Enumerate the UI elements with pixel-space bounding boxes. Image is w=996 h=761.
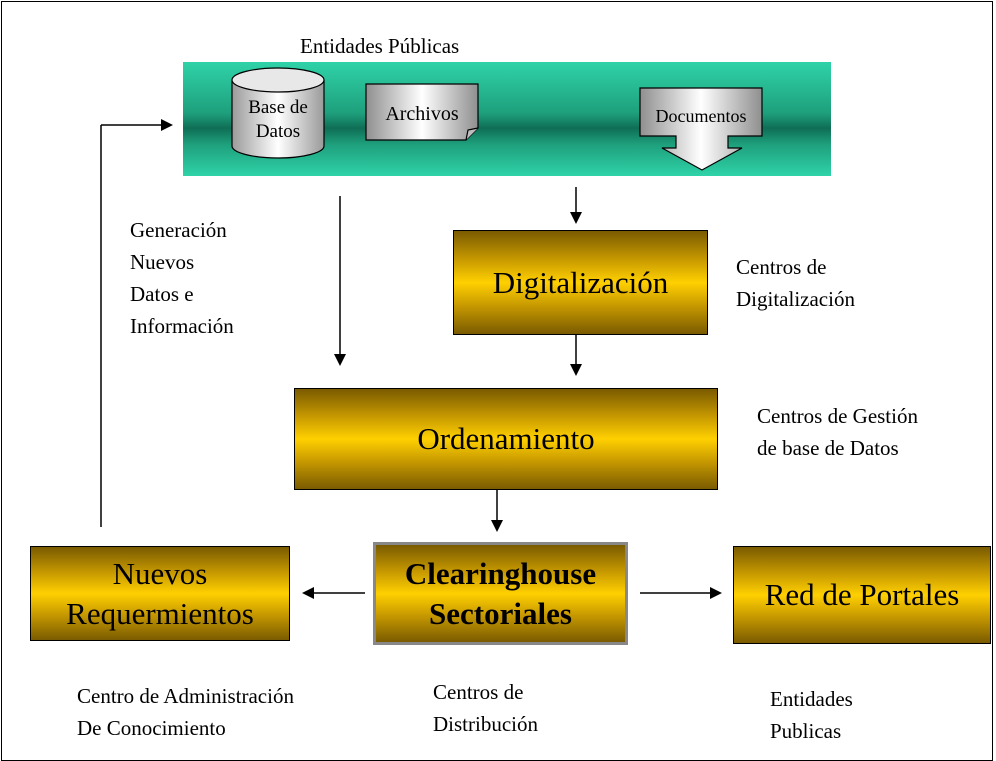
generacion-annotation: Generación Nuevos Datos e Información: [130, 218, 234, 338]
nuevos-line1: Nuevos: [112, 555, 208, 591]
centros-gestion-annotation: Centros de Gestión de base de Datos: [757, 404, 918, 460]
entidades-publicas-annotation: Entidades Publicas: [770, 687, 853, 743]
ordenamiento-label: Ordenamiento: [417, 421, 595, 456]
documentos-label: Documentos: [655, 105, 747, 126]
digitalizacion-label: Digitalización: [492, 264, 669, 300]
clearing-line2: Sectoriales: [429, 595, 572, 631]
arrow-lines: [100, 124, 712, 594]
arrow-heads: [161, 119, 722, 599]
digitalizacion-box: Digitalización: [453, 230, 708, 335]
documentos-icon: [639, 87, 763, 171]
ordenamiento-box: Ordenamiento: [294, 388, 718, 490]
centro-administracion-annotation: Centro de Administración De Conocimiento: [77, 684, 294, 740]
archivos-label: Archivos: [385, 102, 459, 125]
nuevos-requerimientos-box: Nuevos Requermientos: [30, 546, 290, 641]
red-portales-box: Red de Portales: [733, 546, 991, 644]
database-label: Base de Datos: [248, 97, 308, 142]
entidades-publicas-title: Entidades Públicas: [300, 34, 460, 58]
clearinghouse-box: Clearinghouse Sectoriales: [373, 542, 628, 645]
red-portales-label: Red de Portales: [764, 577, 960, 612]
archivos-icon: [365, 83, 479, 141]
centros-digitalizacion-annotation: Centros de Digitalización: [736, 255, 855, 311]
clearing-line1: Clearinghouse: [404, 555, 597, 591]
nuevos-line2: Requermientos: [66, 595, 254, 631]
database-icon: [231, 67, 325, 159]
centros-distribucion-annotation: Centros de Distribución: [433, 680, 538, 736]
